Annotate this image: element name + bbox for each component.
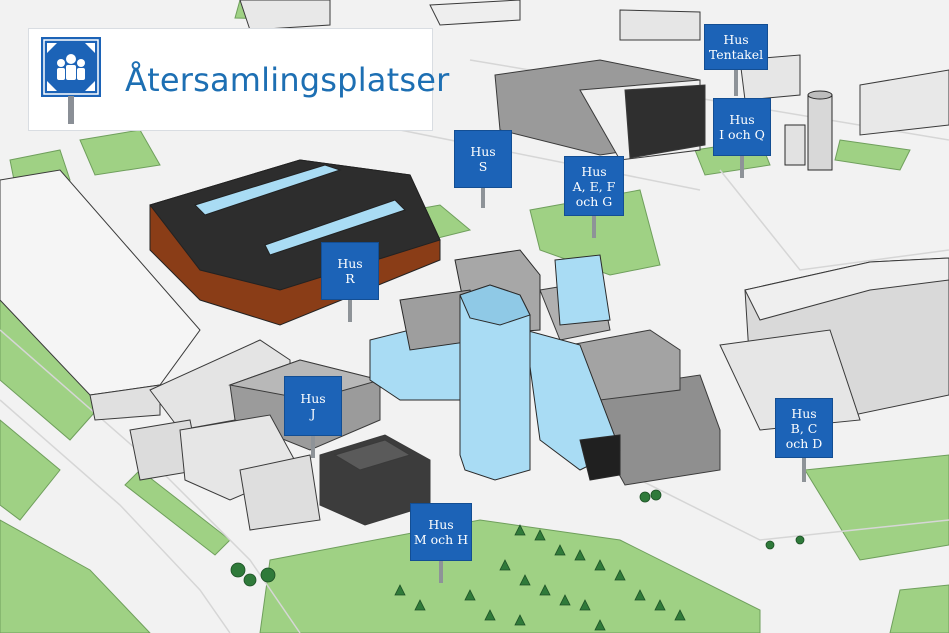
marker-post (734, 70, 738, 96)
sign-post (68, 96, 74, 124)
silo (784, 90, 833, 171)
tower-complex (369, 249, 621, 481)
map-title: Återsamlingsplatser (125, 61, 450, 99)
assembly-point-icon (41, 37, 101, 97)
marker-post (311, 436, 315, 458)
marker-post (481, 188, 485, 208)
marker-post (802, 458, 806, 482)
marker-post (348, 300, 352, 322)
marker-post (740, 156, 744, 178)
legend-title-panel: Återsamlingsplatser (28, 28, 449, 131)
marker-post (439, 561, 443, 583)
trees (230, 489, 805, 631)
marker-post (592, 216, 596, 238)
